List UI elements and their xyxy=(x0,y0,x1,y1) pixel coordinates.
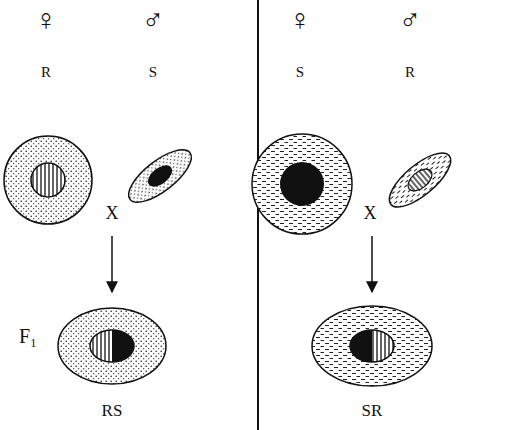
female-cell-s xyxy=(252,134,352,234)
genotype-label: SR xyxy=(362,402,383,419)
offspring-cell-rs xyxy=(58,308,166,384)
sex-symbol: ♂ xyxy=(399,5,422,35)
strain-label: R xyxy=(41,65,51,80)
sex-symbol: ♀ xyxy=(289,5,312,35)
cross-arrow xyxy=(111,236,113,292)
sex-symbol: ♂ xyxy=(142,5,165,35)
sex-symbol: ♀ xyxy=(35,5,58,35)
offspring-cell-sr xyxy=(312,306,432,386)
genotype-label: RS xyxy=(102,402,123,419)
male-cell-s xyxy=(121,141,199,211)
cross-arrow xyxy=(371,236,373,292)
male-cell-r xyxy=(381,144,459,216)
female-cell-r xyxy=(4,136,92,224)
strain-label: S xyxy=(149,65,157,80)
cross-sign: X xyxy=(364,204,377,222)
strain-label: R xyxy=(405,65,415,80)
generation-label: F₁ xyxy=(19,326,37,346)
divider-line xyxy=(257,0,259,430)
strain-label: S xyxy=(296,65,304,80)
cross-sign: X xyxy=(106,204,119,222)
